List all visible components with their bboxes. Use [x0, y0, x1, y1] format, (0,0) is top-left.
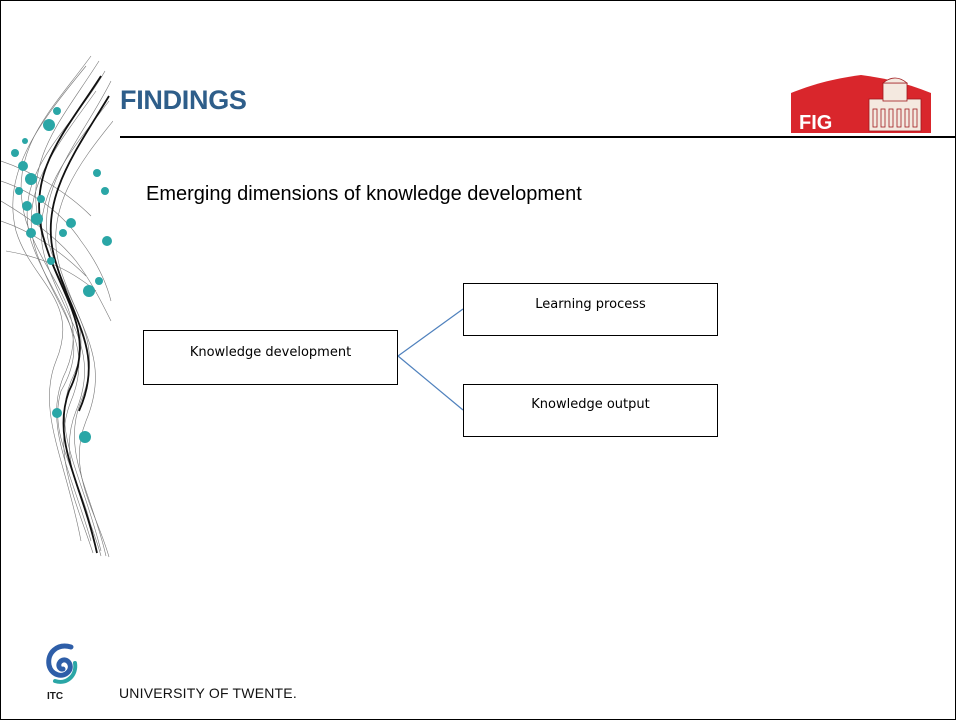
title-divider: [120, 136, 955, 138]
slide-title: FINDINGS: [120, 85, 247, 115]
fig-logo: FIG: [791, 75, 931, 133]
connector-to-knowledge-output: [397, 355, 464, 411]
slide-subtitle: Emerging dimensions of knowledge develop…: [146, 183, 582, 205]
itc-logo: ITC: [46, 643, 78, 701]
node-label: Learning process: [535, 297, 646, 312]
node-knowledge-output: Knowledge output: [463, 384, 718, 437]
node-label: Knowledge output: [531, 397, 650, 412]
svg-text:FIG: FIG: [799, 112, 832, 133]
svg-text:ITC: ITC: [47, 691, 63, 701]
node-learning-process: Learning process: [463, 283, 718, 336]
connector-to-learning-process: [397, 308, 464, 357]
node-knowledge-development: Knowledge development: [143, 330, 398, 385]
footer-university-name: UNIVERSITY OF TWENTE.: [119, 685, 297, 701]
node-label: Knowledge development: [189, 345, 352, 360]
decorative-swirl-graphic: [1, 55, 113, 558]
